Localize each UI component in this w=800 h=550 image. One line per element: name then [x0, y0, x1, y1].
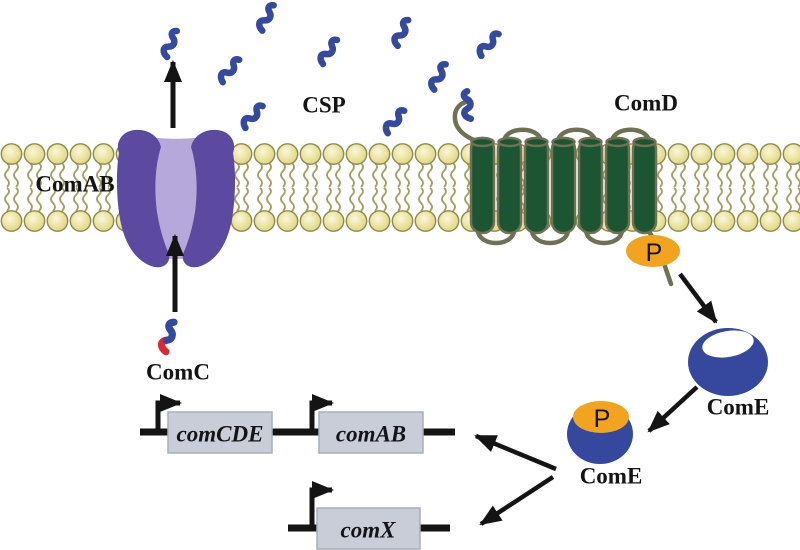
- come-activation-arrow: [647, 385, 699, 433]
- comd-helix: [604, 136, 631, 235]
- label-csp: CSP: [302, 93, 345, 118]
- phosphotransfer-arrow: [678, 272, 718, 324]
- come-active: P: [567, 401, 633, 464]
- gene-label-comx: comX: [341, 518, 397, 543]
- comd-helix: [550, 136, 577, 235]
- comab-right-lobe: [182, 129, 236, 268]
- csp-peptide: [385, 109, 404, 135]
- gene-box-comx: [316, 507, 421, 550]
- gene-box-comcde: [167, 411, 273, 454]
- label-come-active: ComE: [580, 464, 643, 489]
- csp-peptide: [429, 64, 448, 90]
- comd-helix: [496, 136, 523, 235]
- comc-body-blue: [162, 318, 178, 344]
- promoter-arrow-comcde: [155, 394, 182, 430]
- gene-box-comab: [318, 411, 424, 454]
- phosphate-label-come: P: [594, 405, 611, 433]
- comd-helix: [469, 136, 496, 235]
- label-comd: ComD: [614, 91, 678, 116]
- label-come-inactive: ComE: [707, 395, 770, 420]
- csp-peptide: [243, 104, 263, 130]
- comd-receptor: [452, 99, 674, 287]
- phosphate-label-membrane: P: [646, 239, 663, 267]
- csp-peptide: [161, 31, 181, 58]
- csp-peptide: [257, 5, 276, 31]
- csp-peptide: [321, 40, 337, 64]
- phosphate-badge-come: [573, 401, 629, 433]
- label-comc: ComC: [146, 360, 210, 385]
- come-binding-pocket: [702, 330, 754, 358]
- comc-peptide: [157, 318, 178, 356]
- csp-peptide: [392, 20, 412, 46]
- comd-n-tail: [452, 99, 483, 145]
- phosphate-badge-membrane: [626, 235, 680, 267]
- comab-transporter: [116, 129, 236, 268]
- promoter-arrow-comx: [309, 481, 334, 526]
- comd-helix: [523, 136, 550, 235]
- comd-helices: [469, 136, 658, 235]
- csp-peptide: [220, 58, 239, 84]
- csp-peptide: [479, 32, 499, 58]
- activation-arrow-operons: [474, 433, 557, 472]
- gene-diagram: comCDE comAB comX: [140, 394, 455, 550]
- gene-label-comab: comAB: [336, 422, 406, 447]
- promoter-arrow-comab: [309, 394, 334, 430]
- label-comab: ComAB: [35, 172, 114, 197]
- comab-left-lobe: [116, 129, 170, 268]
- gene-label-comcde: comCDE: [177, 422, 264, 447]
- comd-helix: [631, 136, 658, 235]
- comd-helix: [577, 136, 604, 235]
- come-inactive: [688, 328, 768, 396]
- activation-arrow-comx: [479, 475, 555, 526]
